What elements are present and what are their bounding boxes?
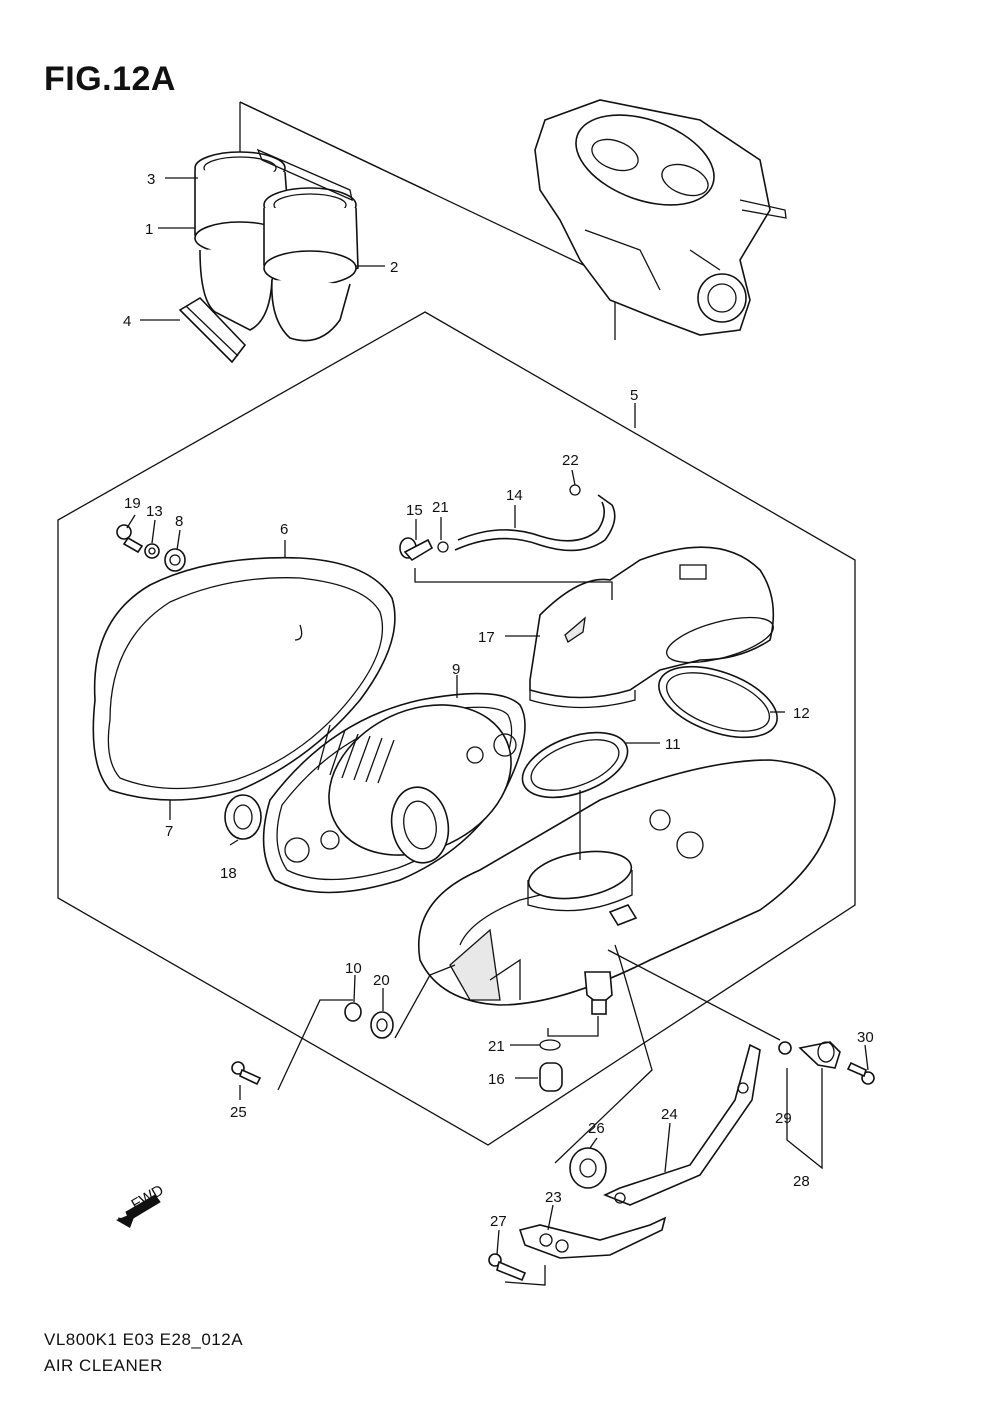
clip-21-lower [539,1039,561,1051]
callout-21b: 21 [488,1038,505,1055]
grommet-10 [344,1002,362,1022]
callout-30: 30 [857,1029,874,1046]
fitting-28 [798,1041,841,1069]
callout-12: 12 [793,705,810,722]
washer-29 [778,1041,792,1055]
model-code: VL800K1 E03 E28_012A [44,1330,244,1349]
callout-26: 26 [588,1120,605,1137]
callout-17: 17 [478,629,495,646]
fwd-arrow-icon: FWD [116,1182,167,1228]
callout-16: 16 [488,1071,505,1088]
screw-30 [846,1061,875,1085]
carburetor [534,99,787,336]
leader-lines [126,177,869,1286]
callout-23: 23 [545,1189,562,1206]
intake-pipe-assembly [178,148,359,364]
callout-18: 18 [220,865,237,882]
cushion-26 [569,1147,607,1189]
callout-15: 15 [406,502,423,519]
bolt-27 [488,1253,527,1282]
air-cleaner-element [262,692,526,894]
grommet-8 [164,548,186,572]
callout-29: 29 [775,1110,792,1127]
section-name: AIR CLEANER [44,1356,163,1375]
callout-25: 25 [230,1104,247,1121]
callout-11: 11 [665,736,681,753]
callout-27: 27 [490,1213,507,1230]
callout-5: 5 [630,387,638,404]
drain-plug-16 [539,1062,563,1092]
bracket-24 [602,1043,761,1206]
breather-hose [399,484,616,562]
callout-22: 22 [562,452,579,469]
callout-3: 3 [147,171,155,188]
drain-fitting [584,971,613,1015]
screw-19 [116,524,144,554]
washer-13 [144,543,160,559]
callout-13: 13 [146,503,163,520]
callout-4: 4 [123,313,131,330]
air-cleaner-cover [92,556,396,801]
callout-9: 9 [452,661,460,678]
seal-ring-12 [658,665,778,739]
callout-24: 24 [661,1106,678,1123]
intake-duct [529,546,775,709]
callout-7: 7 [165,823,173,840]
callout-14: 14 [506,487,523,504]
bracket-23 [518,1216,667,1259]
air-cleaner-case [418,759,836,1006]
callout-20: 20 [373,972,390,989]
callout-1: 1 [145,221,153,238]
callout-10: 10 [345,960,362,977]
callout-19: 19 [124,495,141,512]
callout-2: 2 [390,259,398,276]
seal-11 [521,731,629,799]
figure-title: FIG.12A [44,60,176,98]
cushion-20 [370,1011,394,1039]
grommet-18 [224,794,262,840]
callout-6: 6 [280,521,288,538]
callout-28: 28 [793,1173,810,1190]
callout-21a: 21 [432,499,449,516]
air-cleaner-assembly-frame [57,311,856,1146]
bolt-25 [231,1061,262,1086]
callout-numbers: 3 1 2 4 5 22 14 19 13 8 15 21 6 17 9 12 … [123,171,874,1230]
callout-8: 8 [175,513,183,530]
